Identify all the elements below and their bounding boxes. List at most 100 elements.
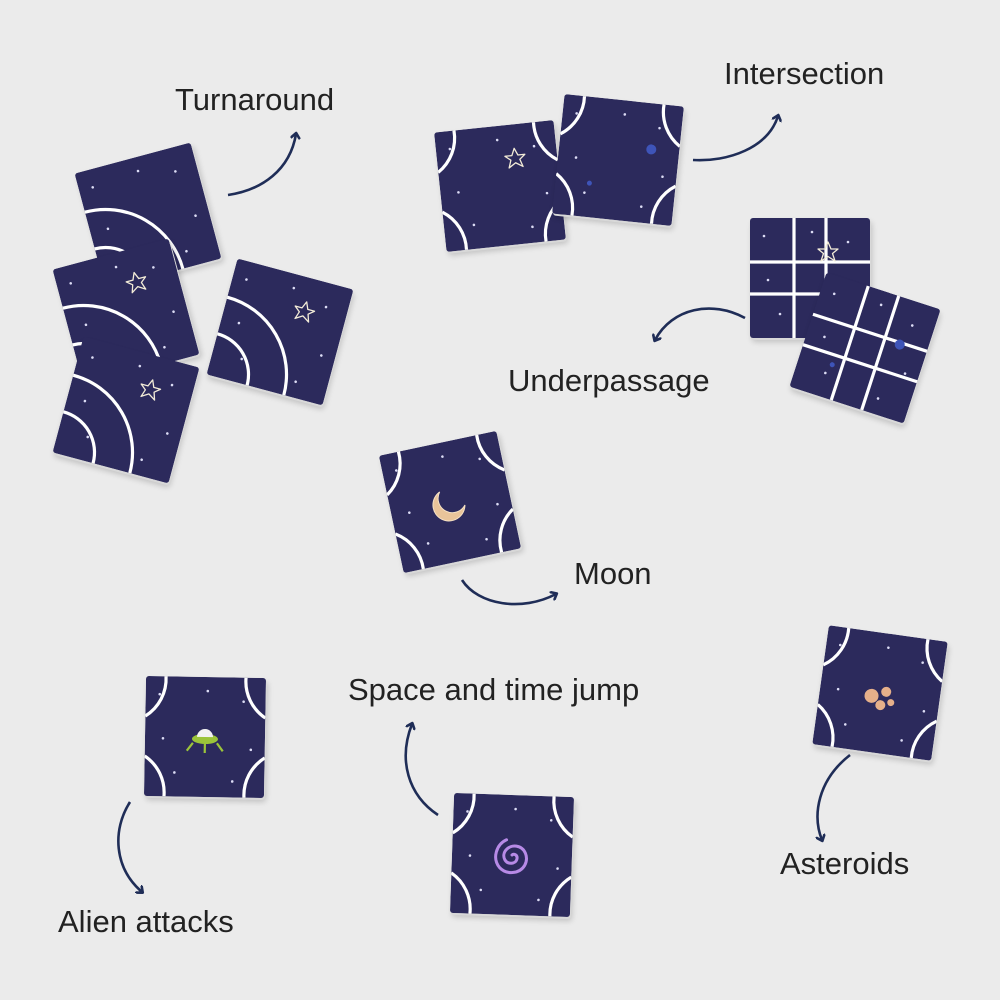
star-dot <box>161 736 165 740</box>
track-arc <box>441 210 469 250</box>
turnaround-arrow-icon <box>227 134 296 197</box>
star-dot <box>531 225 534 229</box>
star-dot <box>900 739 903 742</box>
track-arc <box>226 295 289 396</box>
track-arc <box>816 703 835 748</box>
star-dot <box>173 771 176 774</box>
track-line <box>829 285 870 401</box>
star-dot <box>824 371 827 375</box>
label-intersection: Intersection <box>724 56 885 91</box>
star-dot <box>294 380 297 384</box>
tile-art <box>378 430 522 574</box>
intersection-tile-1 <box>434 120 566 252</box>
star-dot <box>485 537 488 541</box>
star-dot <box>240 357 244 361</box>
star-dot <box>810 230 814 234</box>
star-dot <box>69 282 72 285</box>
star-dot <box>574 156 578 159</box>
star-dot <box>174 170 177 173</box>
track-arc <box>244 677 267 720</box>
star-dot <box>922 709 926 713</box>
star-dot <box>661 175 664 179</box>
star-dot <box>237 321 241 325</box>
star-dot <box>86 435 90 439</box>
underpassage-arrow-icon <box>655 307 746 340</box>
star-dot <box>887 646 890 650</box>
star-dot <box>194 214 197 217</box>
track-arc <box>385 451 402 497</box>
track-arc <box>62 410 97 464</box>
star-dot <box>394 469 398 472</box>
star-dot <box>478 457 481 461</box>
label-turnaround: Turnaround <box>175 82 335 117</box>
alien-attacks-tile <box>143 675 267 799</box>
star-dot <box>84 323 88 327</box>
star-dot <box>532 144 536 148</box>
tile-art <box>52 336 200 484</box>
track-arc <box>216 332 251 386</box>
track-arc <box>394 532 425 570</box>
track-arc <box>559 96 587 136</box>
star-dot <box>441 455 444 458</box>
star-dot <box>639 205 643 208</box>
tile-art <box>449 792 575 918</box>
star-dot <box>766 278 770 282</box>
label-underpassage: Underpassage <box>508 363 710 398</box>
label-space-time-jump: Space and time jump <box>348 672 640 707</box>
star-dot <box>230 780 234 783</box>
intersection-tile-2 <box>552 94 684 226</box>
track-arc <box>242 756 266 798</box>
label-moon: Moon <box>574 556 652 591</box>
alien-attacks-arrow-icon <box>117 801 142 892</box>
asteroid-icon <box>875 700 886 711</box>
track-arc <box>450 871 472 914</box>
asteroids-tile <box>812 625 948 761</box>
star-dot <box>466 810 469 813</box>
star-icon <box>504 147 526 169</box>
star-dot <box>136 169 140 173</box>
tile-art <box>434 120 566 252</box>
star-dot <box>495 138 499 142</box>
spiral-icon <box>494 838 528 875</box>
star-dot <box>846 240 850 244</box>
star-dot <box>832 292 836 296</box>
star-dot <box>658 126 661 130</box>
star-dot <box>170 383 174 387</box>
tile-art <box>552 94 684 226</box>
label-alien-attacks: Alien attacks <box>58 904 234 939</box>
track-line <box>812 312 928 353</box>
star-icon <box>140 379 162 401</box>
track-arc <box>451 793 476 835</box>
track-arc <box>143 754 166 797</box>
star-dot <box>320 354 323 357</box>
ufo-icon <box>185 729 224 754</box>
space-time-jump-tile <box>449 792 575 918</box>
star-dot <box>448 147 452 151</box>
star-dot <box>514 807 517 811</box>
star-icon <box>817 241 839 262</box>
star-dot <box>537 898 540 902</box>
star-dot <box>140 458 143 462</box>
track-arc <box>925 638 944 683</box>
track-arc <box>531 122 559 162</box>
star-dot <box>324 305 328 309</box>
star-dot <box>83 399 87 403</box>
star-dot <box>876 397 880 400</box>
star-icon <box>294 301 316 323</box>
track-arc <box>649 184 677 224</box>
asteroids-arrow-icon <box>818 753 851 840</box>
star-dot <box>496 502 499 506</box>
tile-face <box>789 272 941 424</box>
turnaround-tile-3 <box>206 258 354 406</box>
underpassage-tile-2 <box>789 272 941 424</box>
star-dot <box>114 265 118 269</box>
star-dot <box>879 303 883 307</box>
tile-art <box>812 625 948 761</box>
track-line <box>860 295 901 411</box>
star-dot <box>468 854 472 857</box>
star-dot <box>426 542 430 545</box>
star-dot <box>556 867 559 870</box>
star-dot <box>138 364 142 368</box>
intersection-arrow-icon <box>692 116 778 162</box>
